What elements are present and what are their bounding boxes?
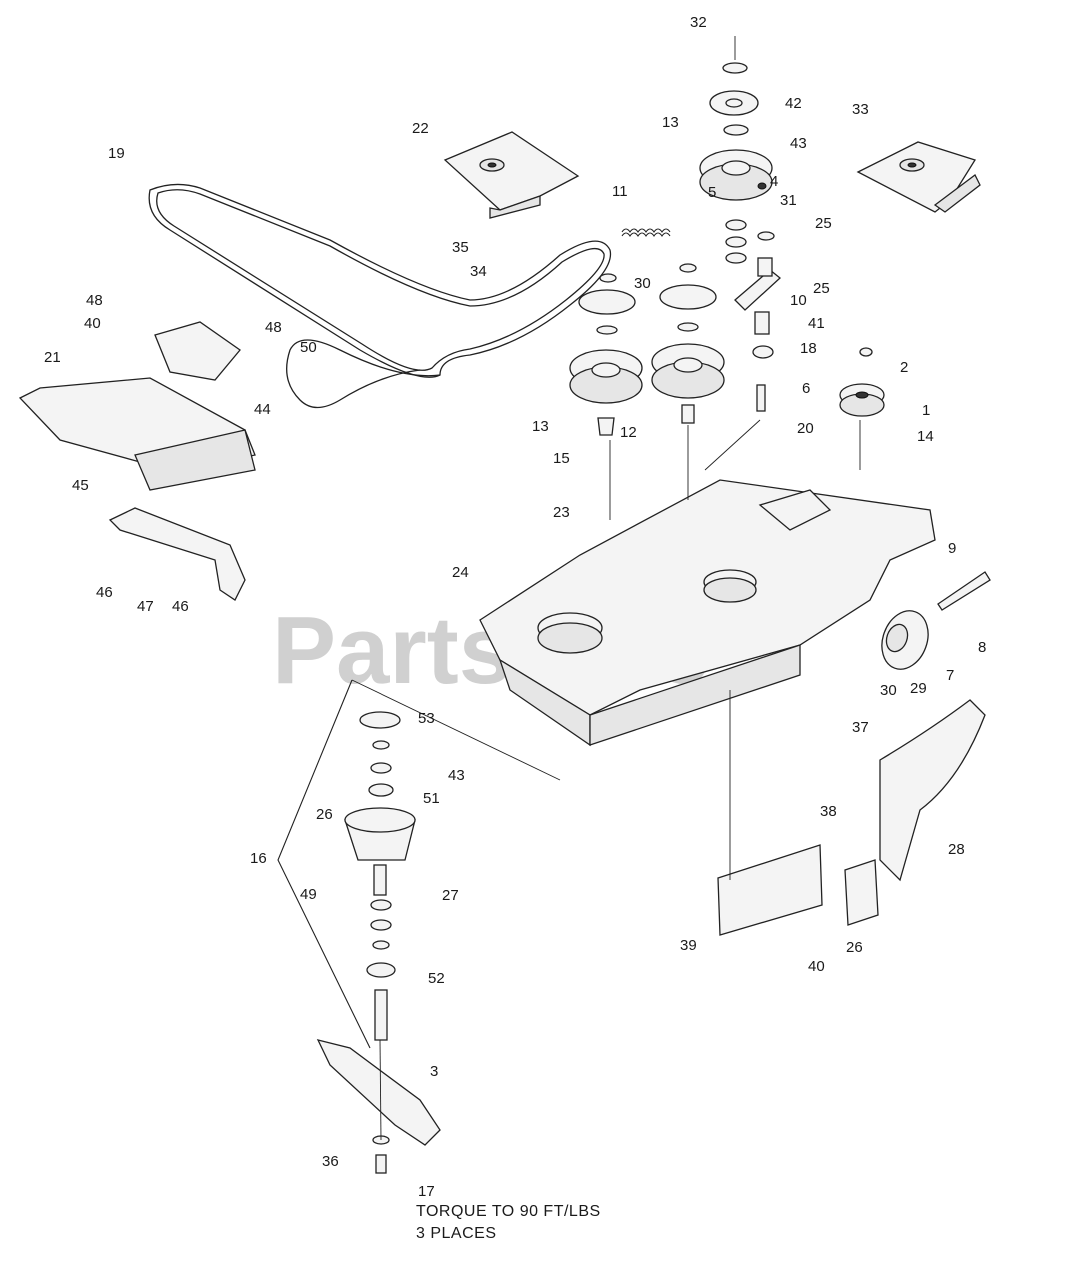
callout-30: 30 [880, 682, 897, 699]
callout-11: 11 [612, 183, 628, 200]
callout-29: 29 [910, 680, 927, 697]
callout-53: 53 [418, 710, 435, 727]
callout-25: 25 [813, 280, 830, 297]
callout-49: 49 [300, 886, 317, 903]
callout-18: 18 [800, 340, 817, 357]
callout-52: 52 [428, 970, 445, 987]
callout-13: 13 [532, 418, 549, 435]
callout-35: 35 [452, 239, 469, 256]
pin-20 [756, 384, 766, 412]
callout-27: 27 [442, 887, 459, 904]
belt-guard-21 [18, 321, 256, 491]
callout-41: 41 [808, 315, 825, 332]
callout-45: 45 [72, 477, 89, 494]
callout-24: 24 [452, 564, 469, 581]
callout-4: 4 [770, 173, 778, 190]
callout-33: 33 [852, 101, 869, 118]
callout-12: 12 [620, 424, 637, 441]
bushing-18 [754, 311, 770, 335]
callout-34: 34 [470, 263, 487, 280]
callout-43: 43 [448, 767, 465, 784]
callout-13: 13 [662, 114, 679, 131]
callout-1: 1 [922, 402, 930, 419]
callout-25: 25 [815, 215, 832, 232]
torque-note-line1: TORQUE TO 90 FT/LBS [416, 1203, 601, 1220]
callout-26: 26 [846, 939, 863, 956]
callout-28: 28 [948, 841, 965, 858]
blade-3 [316, 1039, 441, 1146]
callout-39: 39 [680, 937, 697, 954]
callout-22: 22 [412, 120, 429, 137]
callout-15: 15 [553, 450, 570, 467]
callout-14: 14 [917, 428, 934, 445]
callout-10: 10 [790, 292, 807, 309]
torque-note-line2: 3 PLACES [416, 1225, 496, 1242]
idler-stack-right [699, 62, 775, 264]
cover-plate-22 [443, 131, 580, 219]
callout-48: 48 [265, 319, 282, 336]
callout-44: 44 [254, 401, 271, 418]
callout-51: 51 [423, 790, 440, 807]
callout-8: 8 [978, 639, 986, 656]
callout-42: 42 [785, 95, 802, 112]
callout-31: 31 [780, 192, 797, 209]
bracket-45 [108, 507, 246, 601]
spacer-6 [752, 345, 774, 359]
callout-43: 43 [790, 135, 807, 152]
callout-46: 46 [172, 598, 189, 615]
callout-32: 32 [690, 14, 707, 31]
callout-26: 26 [316, 806, 333, 823]
callout-38: 38 [820, 803, 837, 820]
bolt-17 [375, 1154, 387, 1174]
callout-7: 7 [946, 667, 954, 684]
idler-arm [734, 257, 781, 311]
callout-5: 5 [708, 184, 716, 201]
cover-plate-33 [856, 141, 981, 213]
gauge-wheel-7 [881, 571, 991, 670]
callout-6: 6 [802, 380, 810, 397]
callout-30: 30 [634, 275, 651, 292]
bracket-39 [717, 844, 879, 936]
callout-21: 21 [44, 349, 61, 366]
pulley-14 [839, 347, 885, 417]
discharge-chute-37 [879, 699, 986, 882]
drive-belt [148, 183, 612, 409]
callout-46: 46 [96, 584, 113, 601]
callout-3: 3 [430, 1063, 438, 1080]
callout-17: 17 [418, 1183, 435, 1200]
callout-16: 16 [250, 850, 267, 867]
callout-23: 23 [553, 504, 570, 521]
spring [621, 228, 671, 237]
callout-19: 19 [108, 145, 125, 162]
assembly-lines [351, 36, 861, 1141]
callout-40: 40 [808, 958, 825, 975]
callout-2: 2 [900, 359, 908, 376]
callout-36: 36 [322, 1153, 339, 1170]
callout-48: 48 [86, 292, 103, 309]
callout-9: 9 [948, 540, 956, 557]
mower-deck-24 [479, 479, 936, 747]
pulley-13-lower [569, 273, 643, 436]
spindle-assembly-16 [277, 679, 416, 1049]
pulley-12 [651, 263, 725, 424]
callout-37: 37 [852, 719, 869, 736]
callout-47: 47 [137, 598, 154, 615]
callout-20: 20 [797, 420, 814, 437]
callout-40: 40 [84, 315, 101, 332]
callout-50: 50 [300, 339, 317, 356]
